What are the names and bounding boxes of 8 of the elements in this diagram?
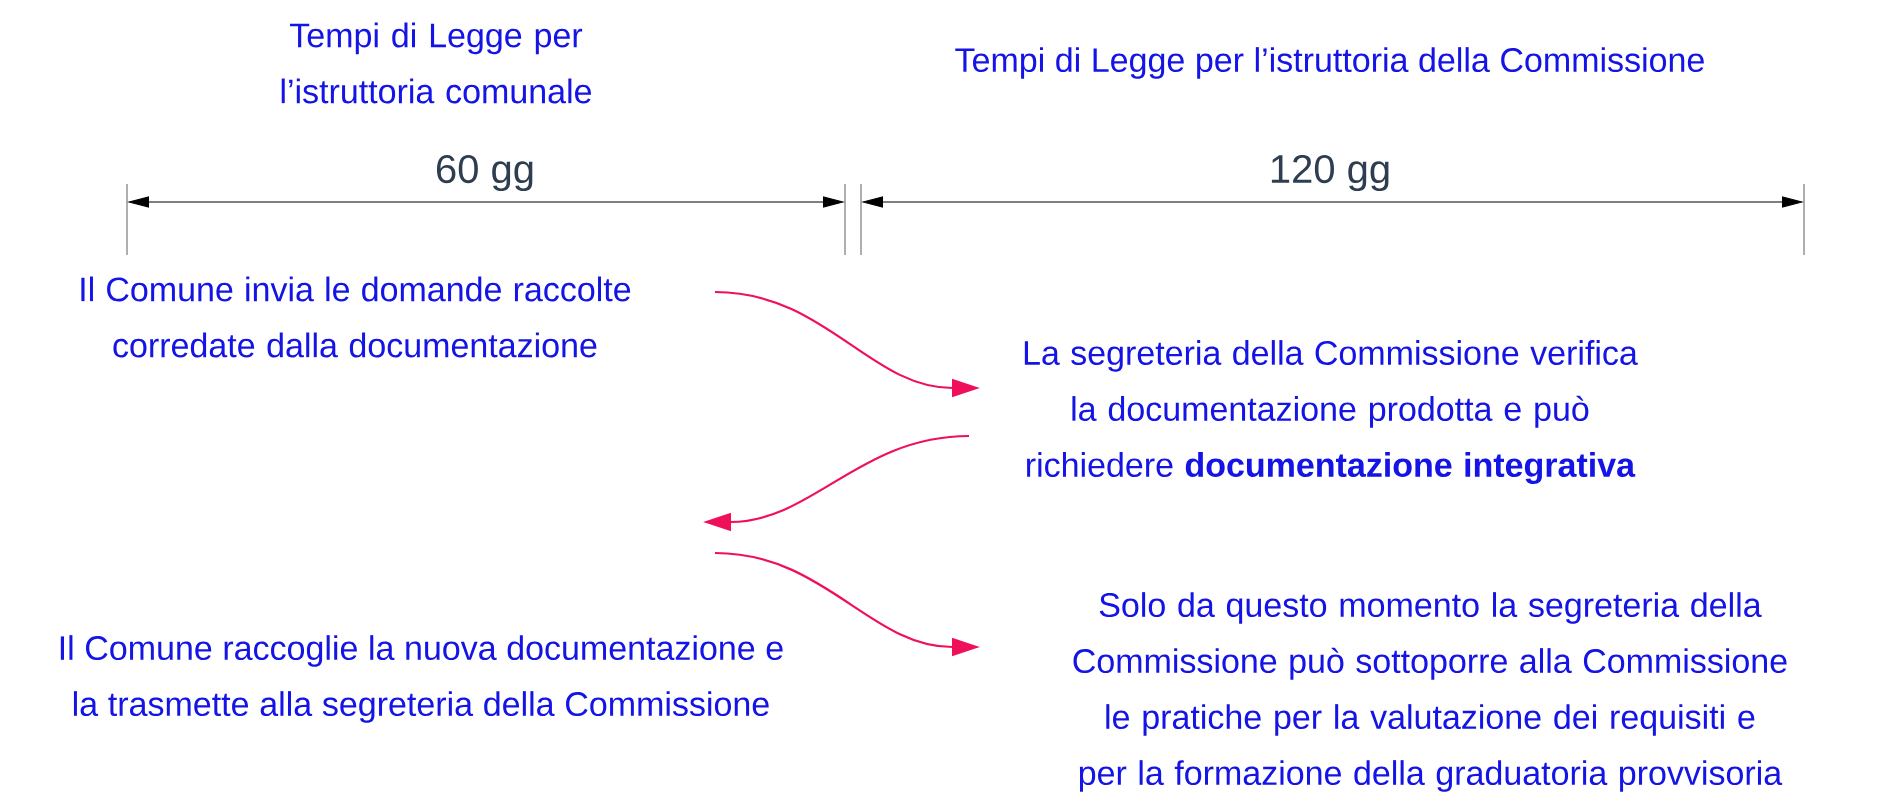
step-text: La segreteria della Commissione verifica la documentazione prodotta e può richiedere documentazione integrativa (1024, 340, 1638, 484)
dimension-value: 120 gg (1271, 154, 1389, 192)
step-text: Il Comune invia le domande raccolte corredate dalla documentazione (81, 276, 631, 358)
step-text: Solo da questo momento la segreteria della Commissione può sottoporre alla Commissione le pratiche per la valutazione dei requisiti e per la formazione della graduatoria provvisoria (1073, 592, 1787, 792)
heading: Tempi di Legge per l’istruttoria della Commissione (955, 47, 1704, 79)
step-text: Il Comune raccoglie la nuova documentazione e la trasmette alla segreteria della Commissione (60, 635, 783, 723)
heading: Tempi di Legge per l’istruttoria comunale (281, 22, 591, 104)
dimension-value: 60 gg (437, 154, 533, 192)
